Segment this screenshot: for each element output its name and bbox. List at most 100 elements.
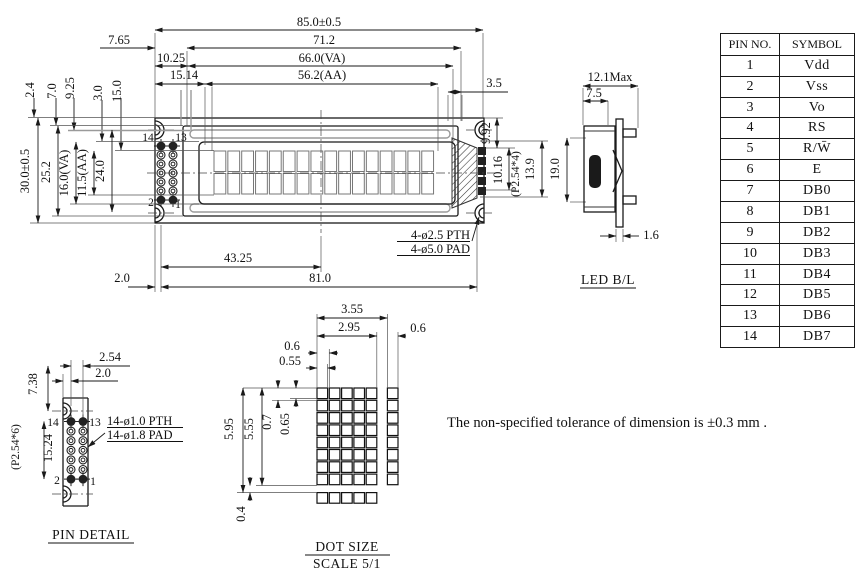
front-view: 14 13 2 1 — [142, 110, 498, 233]
side-view: 12.1Max 7.5 1.6 LED B/L — [580, 70, 659, 289]
pin-detail-title: PIN DETAIL — [52, 527, 130, 542]
dot-matrix-grid — [316, 387, 399, 504]
zebra-hatch-area — [451, 137, 478, 209]
dim-15-0: 15.0 — [110, 80, 124, 102]
pin-symbol: DB5 — [779, 285, 854, 306]
pin-symbol: DB7 — [779, 327, 854, 348]
character-grid — [213, 150, 435, 195]
dim-ds-0-55: 0.55 — [279, 354, 301, 368]
dim-3-0: 3.0 — [91, 85, 105, 101]
dim-overall-height: 30.0±0.5 — [18, 149, 32, 193]
dim-3-5: 3.5 — [486, 76, 502, 90]
bezel-bottom-flange — [189, 203, 451, 213]
pin-symbol: DB1 — [779, 201, 854, 222]
pin-symbol: R/W̄ — [779, 139, 854, 160]
dim-7-65: 7.65 — [108, 33, 130, 47]
dim-aa-height: 11.5(AA) — [75, 149, 89, 197]
pin-number: 14 — [743, 329, 757, 345]
dim-pad-pitch: (P2.54*4) — [510, 151, 522, 197]
pin-number: 4 — [746, 120, 754, 136]
side-wedge — [612, 149, 623, 193]
dim-19-0: 19.0 — [548, 158, 562, 180]
dim-ds-5-95: 5.95 — [222, 418, 236, 440]
pin-number: 6 — [746, 162, 754, 178]
backlight-pads — [478, 147, 486, 195]
dim-aa-width: 56.2(AA) — [298, 68, 346, 82]
dim-ds-0-4: 0.4 — [234, 505, 248, 521]
dim-2-0: 2.0 — [114, 271, 130, 285]
pin-number: 13 — [743, 308, 757, 324]
table-row: 3 Vo — [721, 96, 854, 118]
pin-table-header-pin-no: PIN NO. — [728, 36, 772, 51]
dot-size-scale: SCALE 5/1 — [313, 556, 381, 571]
dim-15-14: 15.14 — [170, 68, 199, 82]
pin-symbol: DB6 — [779, 306, 854, 327]
bezel-top-flange — [189, 129, 451, 139]
tolerance-note: The non-specified tolerance of dimension… — [447, 415, 768, 431]
dim-10-25: 10.25 — [157, 51, 185, 65]
front-pin14-label: 14 — [142, 132, 154, 144]
detail-pin2-label: 2 — [54, 475, 60, 487]
front-top-dimensions: 85.0±0.5 71.2 7.65 66.0(VA) 10.25 56.2(A… — [100, 15, 508, 151]
table-row: 8 DB1 — [721, 200, 854, 222]
pin-number: 10 — [743, 245, 757, 261]
side-view-label: LED B/L — [581, 272, 635, 287]
dim-pd-15-24: 15.24 — [41, 433, 55, 462]
dot-size-title: DOT SIZE — [315, 539, 378, 554]
dim-24-0: 24.0 — [93, 160, 107, 182]
side-body — [583, 125, 616, 213]
pcb-outline — [154, 117, 485, 224]
table-row: 11 DB4 — [721, 263, 854, 285]
pin-symbol: E — [779, 160, 854, 181]
pin-number: 3 — [746, 99, 754, 115]
pin-table-header-symbol: SYMBOL — [779, 34, 854, 55]
pin-number: 2 — [746, 78, 754, 94]
dim-7-5: 7.5 — [586, 86, 602, 100]
front-pin13-label: 13 — [175, 132, 187, 144]
side-tab-top — [622, 128, 637, 138]
dim-1-6: 1.6 — [643, 228, 659, 242]
dim-ds-5-55: 5.55 — [242, 418, 256, 440]
table-row: 13 DB6 — [721, 305, 854, 327]
front-pin2-label: 2 — [148, 197, 154, 209]
dim-2-4: 2.4 — [23, 81, 37, 97]
pin-symbol: DB4 — [779, 264, 854, 285]
dim-10-16: 10.16 — [491, 156, 505, 184]
pin-number: 7 — [746, 183, 754, 199]
front-left-dimensions: 30.0±0.5 25.2 16.0(VA) 11.5(AA) 24.0 — [18, 117, 214, 224]
dim-pd-7-38: 7.38 — [26, 373, 40, 395]
dim-9-92: 9.92 — [479, 122, 493, 144]
dim-ds-0-6-left: 0.6 — [284, 339, 300, 353]
front-right-dimensions: 9.92 10.16 (P2.54*4) 13.9 19.0 — [479, 117, 586, 203]
table-row: 9 DB2 — [721, 221, 854, 243]
pin-symbol: DB2 — [779, 222, 854, 243]
pin-detail-view: 14 13 2 1 2.54 2.0 7.38 15.24 (P2.54*6) … — [10, 350, 183, 544]
side-pcb — [615, 118, 624, 228]
dim-pd-pitch: (P2.54*6) — [10, 424, 22, 470]
dot-size-view: 3.55 2.95 0.6 0.6 0.55 5.95 5.55 0.7 0.6… — [222, 302, 426, 571]
detail-pin14-label: 14 — [47, 417, 59, 429]
dim-43-25: 43.25 — [224, 251, 252, 265]
hole-note-pad: 4-ø5.0 PAD — [411, 242, 470, 256]
dim-ds-3-55: 3.55 — [341, 302, 363, 316]
pin-number: 1 — [746, 57, 754, 73]
pin-number: 8 — [746, 203, 754, 219]
dim-9-25: 9.25 — [63, 77, 77, 99]
table-row: 14 DB7 — [721, 326, 854, 348]
detail-pin-holes — [64, 414, 90, 487]
pin-number: 11 — [743, 266, 757, 282]
pin-note-pth: 14-ø1.0 PTH — [107, 414, 172, 428]
pin-number: 12 — [743, 287, 757, 303]
detail-pin1-label: 1 — [90, 476, 96, 488]
pin-symbol: RS — [779, 118, 854, 139]
pin-number: 9 — [746, 224, 754, 240]
dim-7-0: 7.0 — [45, 83, 59, 99]
pin-symbol: Vo — [779, 97, 854, 118]
